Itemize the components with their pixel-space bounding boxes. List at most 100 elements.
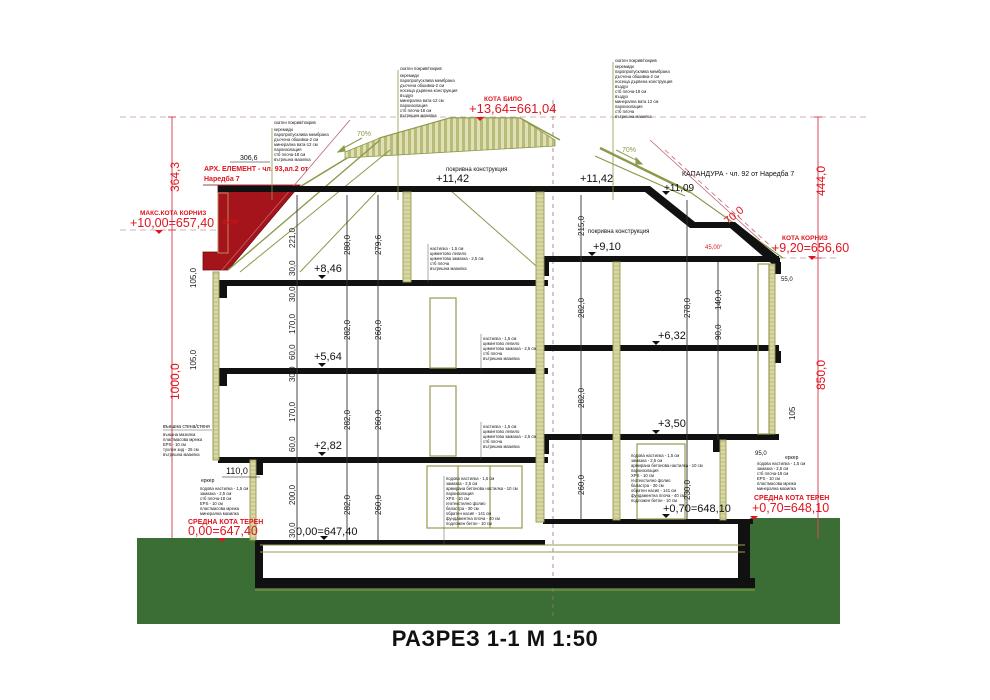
svg-text:вътрешна мазилка: вътрешна мазилка [483,356,520,361]
terrain-right-value: +0,70=648,10 [752,501,829,515]
svg-text:носеща дървена конструкция: носеща дървена конструкция [400,88,457,93]
svg-text:дъсчена обшивка-2 см: дъсчена обшивка-2 см [400,83,444,88]
vertical-dims-mid: 280,0 282,0 282,0 282,0 279,6 260,0 260,… [343,234,383,515]
slope-left-label: 70% [357,131,371,138]
svg-text:замазка - 2,5 см: замазка - 2,5 см [631,458,662,463]
svg-text:105,0: 105,0 [189,267,198,288]
svg-text:паропропусклива мембрана: паропропусклива мембрана [400,78,455,83]
svg-text:XPS - 10 см: XPS - 10 см [631,473,654,478]
svg-text:260,0: 260,0 [577,474,586,495]
svg-text:200,0: 200,0 [288,484,297,505]
svg-text:въздух: въздух [615,84,629,89]
svg-text:циментова замазка - 2,5 см: циментова замазка - 2,5 см [430,256,484,261]
svg-text:керемиди: керемиди [615,64,635,69]
level-3-50: +3,50 [658,418,686,430]
svg-text:външна мазилка: външна мазилка [163,432,196,437]
svg-text:стб плоча-18 см: стб плоча-18 см [200,496,231,501]
svg-text:278,0: 278,0 [683,297,692,318]
svg-text:стб плоча: стб плоча [483,439,503,444]
dim-right-top: 444,0 [814,166,828,196]
svg-text:армирана бетонова настилка - 1: армирана бетонова настилка - 10 см [446,486,518,491]
arch-element-label: АРХ. ЕЛЕМЕНТ - чл. 93,ал.2 от [204,166,309,173]
svg-text:настилка - 1,5 см: настилка - 1,5 см [483,424,516,429]
svg-text:паропропусклива мембрана: паропропусклива мембрана [615,69,670,74]
svg-text:замазка - 2,5 см: замазка - 2,5 см [757,466,788,471]
angle-right: 45,00° [705,245,723,251]
svg-text:керемиди: керемиди [400,73,420,78]
svg-text:90,0: 90,0 [714,324,723,340]
svg-text:EPS - 10 см: EPS - 10 см [200,501,223,506]
svg-text:скатен покрив/покрив: скатен покрив/покрив [400,66,443,71]
svg-text:XPS - 10 см: XPS - 10 см [446,496,469,501]
svg-text:паропропусклива мембрана: паропропусклива мембрана [274,132,329,137]
max-cornice-value: +10,00=657,40 [130,216,214,230]
svg-text:циментово лепило: циментово лепило [430,251,467,256]
svg-text:геотекстилно фолио: геотекстилно фолио [631,478,671,483]
svg-text:вътрешна мазилка: вътрешна мазилка [163,452,200,457]
erker-left-title: еркер [201,478,215,484]
svg-text:вътрешна мазилка: вътрешна мазилка [400,113,437,118]
vertical-dims-left: 221,0 30,0 30,0 170,0 60,0 30,0 60,0 170… [288,227,297,538]
svg-text:пароизолация: пароизолация [631,468,658,473]
svg-text:стб плоча: стб плоча [615,109,635,114]
svg-text:циментово лепило: циментово лепило [483,341,520,346]
svg-text:230,0: 230,0 [683,479,692,500]
spec-erker-right: подова настилка - 1,5 см замазка - 2,5 с… [757,461,805,491]
roof-structure-label-2: покривна конструкция [588,229,649,235]
svg-text:стб плоча-18 см: стб плоча-18 см [615,89,646,94]
ridge-value: +13,64=661,04 [469,101,556,116]
level-11-09: +11,09 [664,183,695,194]
level-6-32: +6,32 [658,330,686,342]
svg-text:282,0: 282,0 [577,387,586,408]
spec-erker-left: подова настилка - 1,5 см замазка - 2,5 с… [200,486,248,516]
vertical-dims-right: 215,0 282,0 282,0 260,0 278,0 140,0 90,0… [189,215,797,500]
svg-text:обратен насип - 141 см: обратен насип - 141 см [631,488,676,493]
svg-text:подова настилка - 1,5 см: подова настилка - 1,5 см [631,453,679,458]
svg-text:пластмасова мрежа: пластмасова мрежа [200,506,240,511]
svg-text:60,0: 60,0 [288,344,297,360]
spec-roof-mid: скатен покрив/покрив керемиди паропропус… [397,66,457,200]
arch-element-red [202,184,301,271]
svg-text:циментова замазка - 2,5 см: циментова замазка - 2,5 см [483,346,537,351]
svg-text:подложен бетон - 10 см: подложен бетон - 10 см [631,498,677,503]
svg-text:въздух: въздух [615,94,629,99]
svg-text:вътрешна мазилка: вътрешна мазилка [274,157,311,162]
svg-text:280,0: 280,0 [343,234,352,255]
svg-text:минерална мазилка: минерална мазилка [757,486,797,491]
svg-text:105: 105 [788,406,797,420]
level-triangles [318,186,670,540]
svg-text:циментова замазка - 2,5 см: циментова замазка - 2,5 см [483,434,537,439]
ground [137,518,840,624]
svg-text:скатен покрив/покрив: скатен покрив/покрив [615,58,658,63]
svg-text:настилка - 1,5 см: настилка - 1,5 см [430,246,463,251]
walls [212,191,776,591]
svg-text:пароизолация: пароизолация [400,103,427,108]
annotations: АРХ. ЕЛЕМЕНТ - чл. 93,ал.2 от Наредба 7 … [163,155,799,484]
svg-text:пароизолация: пароизолация [446,491,473,496]
roof-structure [221,117,784,273]
level-ridge-slab-right: +11,42 [580,173,613,185]
drawing-title: РАЗРЕЗ 1-1 М 1:50 [391,626,599,651]
erker-right-title: еркер [785,455,799,461]
svg-text:пароизолация: пароизолация [274,147,301,152]
svg-text:стб плоча-18 см: стб плоча-18 см [400,108,431,113]
svg-text:пластмасова мрежа: пластмасова мрежа [163,437,203,442]
svg-text:30,0: 30,0 [288,286,297,302]
svg-text:282,0: 282,0 [343,319,352,340]
spec-floor-3: настилка - 1,5 см циментово лепило цимен… [480,422,537,459]
dim-55: 55,0 [781,277,793,283]
svg-text:60,0: 60,0 [288,436,297,452]
svg-text:замазка - 2,5 см: замазка - 2,5 см [446,481,477,486]
interior-dim-lines [296,195,719,540]
slope-arrows [336,137,644,165]
svg-text:подова настилка - 1,5 см: подова настилка - 1,5 см [757,461,805,466]
svg-text:вътрешна мазилка: вътрешна мазилка [615,114,652,119]
svg-text:30,0: 30,0 [288,366,297,382]
dim-left-top: 364,3 [168,162,182,192]
svg-text:260,0: 260,0 [374,409,383,430]
slope-right-label: 70% [622,147,636,154]
svg-text:279,6: 279,6 [374,234,383,255]
svg-text:пароизолация: пароизолация [615,104,642,109]
level-2-82: +2,82 [314,440,342,452]
